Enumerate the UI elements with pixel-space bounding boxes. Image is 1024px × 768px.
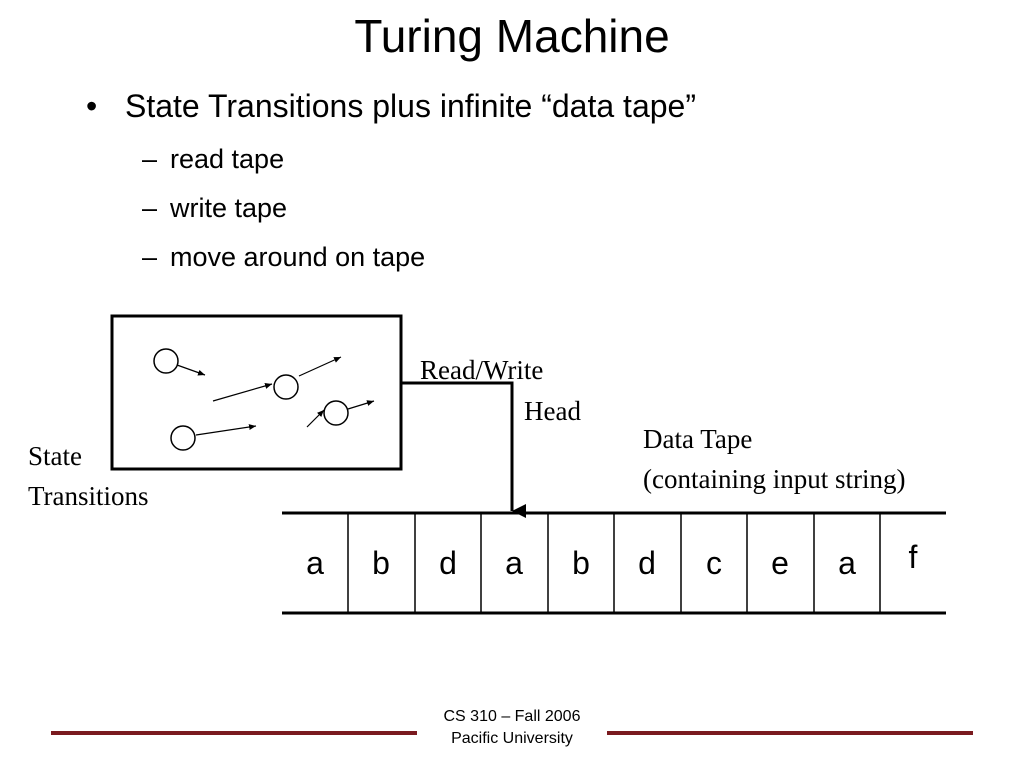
footer-rule-right xyxy=(607,731,973,735)
sub-bullet-text: write tape xyxy=(170,193,288,223)
head-label-line2: Head xyxy=(524,396,581,426)
tape-cell: b xyxy=(372,545,390,581)
state-node xyxy=(153,348,179,374)
transition-arrow xyxy=(176,364,206,376)
footer: CS 310 – Fall 2006 Pacific University xyxy=(0,706,1024,750)
sub-bullet-text: move around on tape xyxy=(170,242,426,272)
transition-arrow xyxy=(195,424,257,436)
transition-arrow xyxy=(212,383,273,402)
tape-cell: c xyxy=(706,545,722,581)
tape-cell: a xyxy=(505,545,523,581)
footer-course: CS 310 – Fall 2006 xyxy=(443,708,581,725)
state-node xyxy=(170,425,196,451)
slide-title: Turing Machine xyxy=(354,10,670,62)
footer-rule-left xyxy=(51,731,417,735)
state-node xyxy=(323,400,349,426)
read-write-head-arrow xyxy=(401,381,526,518)
sub-bullet-dash: – xyxy=(142,144,158,174)
footer-university: Pacific University xyxy=(451,730,573,747)
bullet-dot: • xyxy=(86,88,98,124)
state-label-line1: State xyxy=(28,441,82,471)
tape-cell: e xyxy=(771,545,789,581)
tape-label-line2: (containing input string) xyxy=(643,464,906,494)
transition-arrow xyxy=(306,409,325,428)
state-machine-box xyxy=(110,314,403,471)
tape-cell: d xyxy=(439,545,457,581)
state-label-line2: Transitions xyxy=(28,481,149,511)
head-label-line1: Read/Write xyxy=(420,355,544,385)
tape-cell-dividers xyxy=(347,513,881,613)
sub-bullet-text: read tape xyxy=(170,144,285,174)
transition-arrow xyxy=(347,400,375,410)
tape-label-line1: Data Tape xyxy=(643,424,753,454)
state-node xyxy=(273,374,299,400)
sub-bullet-dash: – xyxy=(142,193,158,223)
tape-cell: a xyxy=(838,545,856,581)
transition-arrow xyxy=(298,356,342,377)
tape-cell: a xyxy=(306,545,324,581)
tape-cell: f xyxy=(908,539,918,575)
tape-cell: b xyxy=(572,545,590,581)
main-bullet-text: State Transitions plus infinite “data ta… xyxy=(125,88,696,124)
sub-bullet-dash: – xyxy=(142,242,158,272)
tape-cell: d xyxy=(638,545,656,581)
